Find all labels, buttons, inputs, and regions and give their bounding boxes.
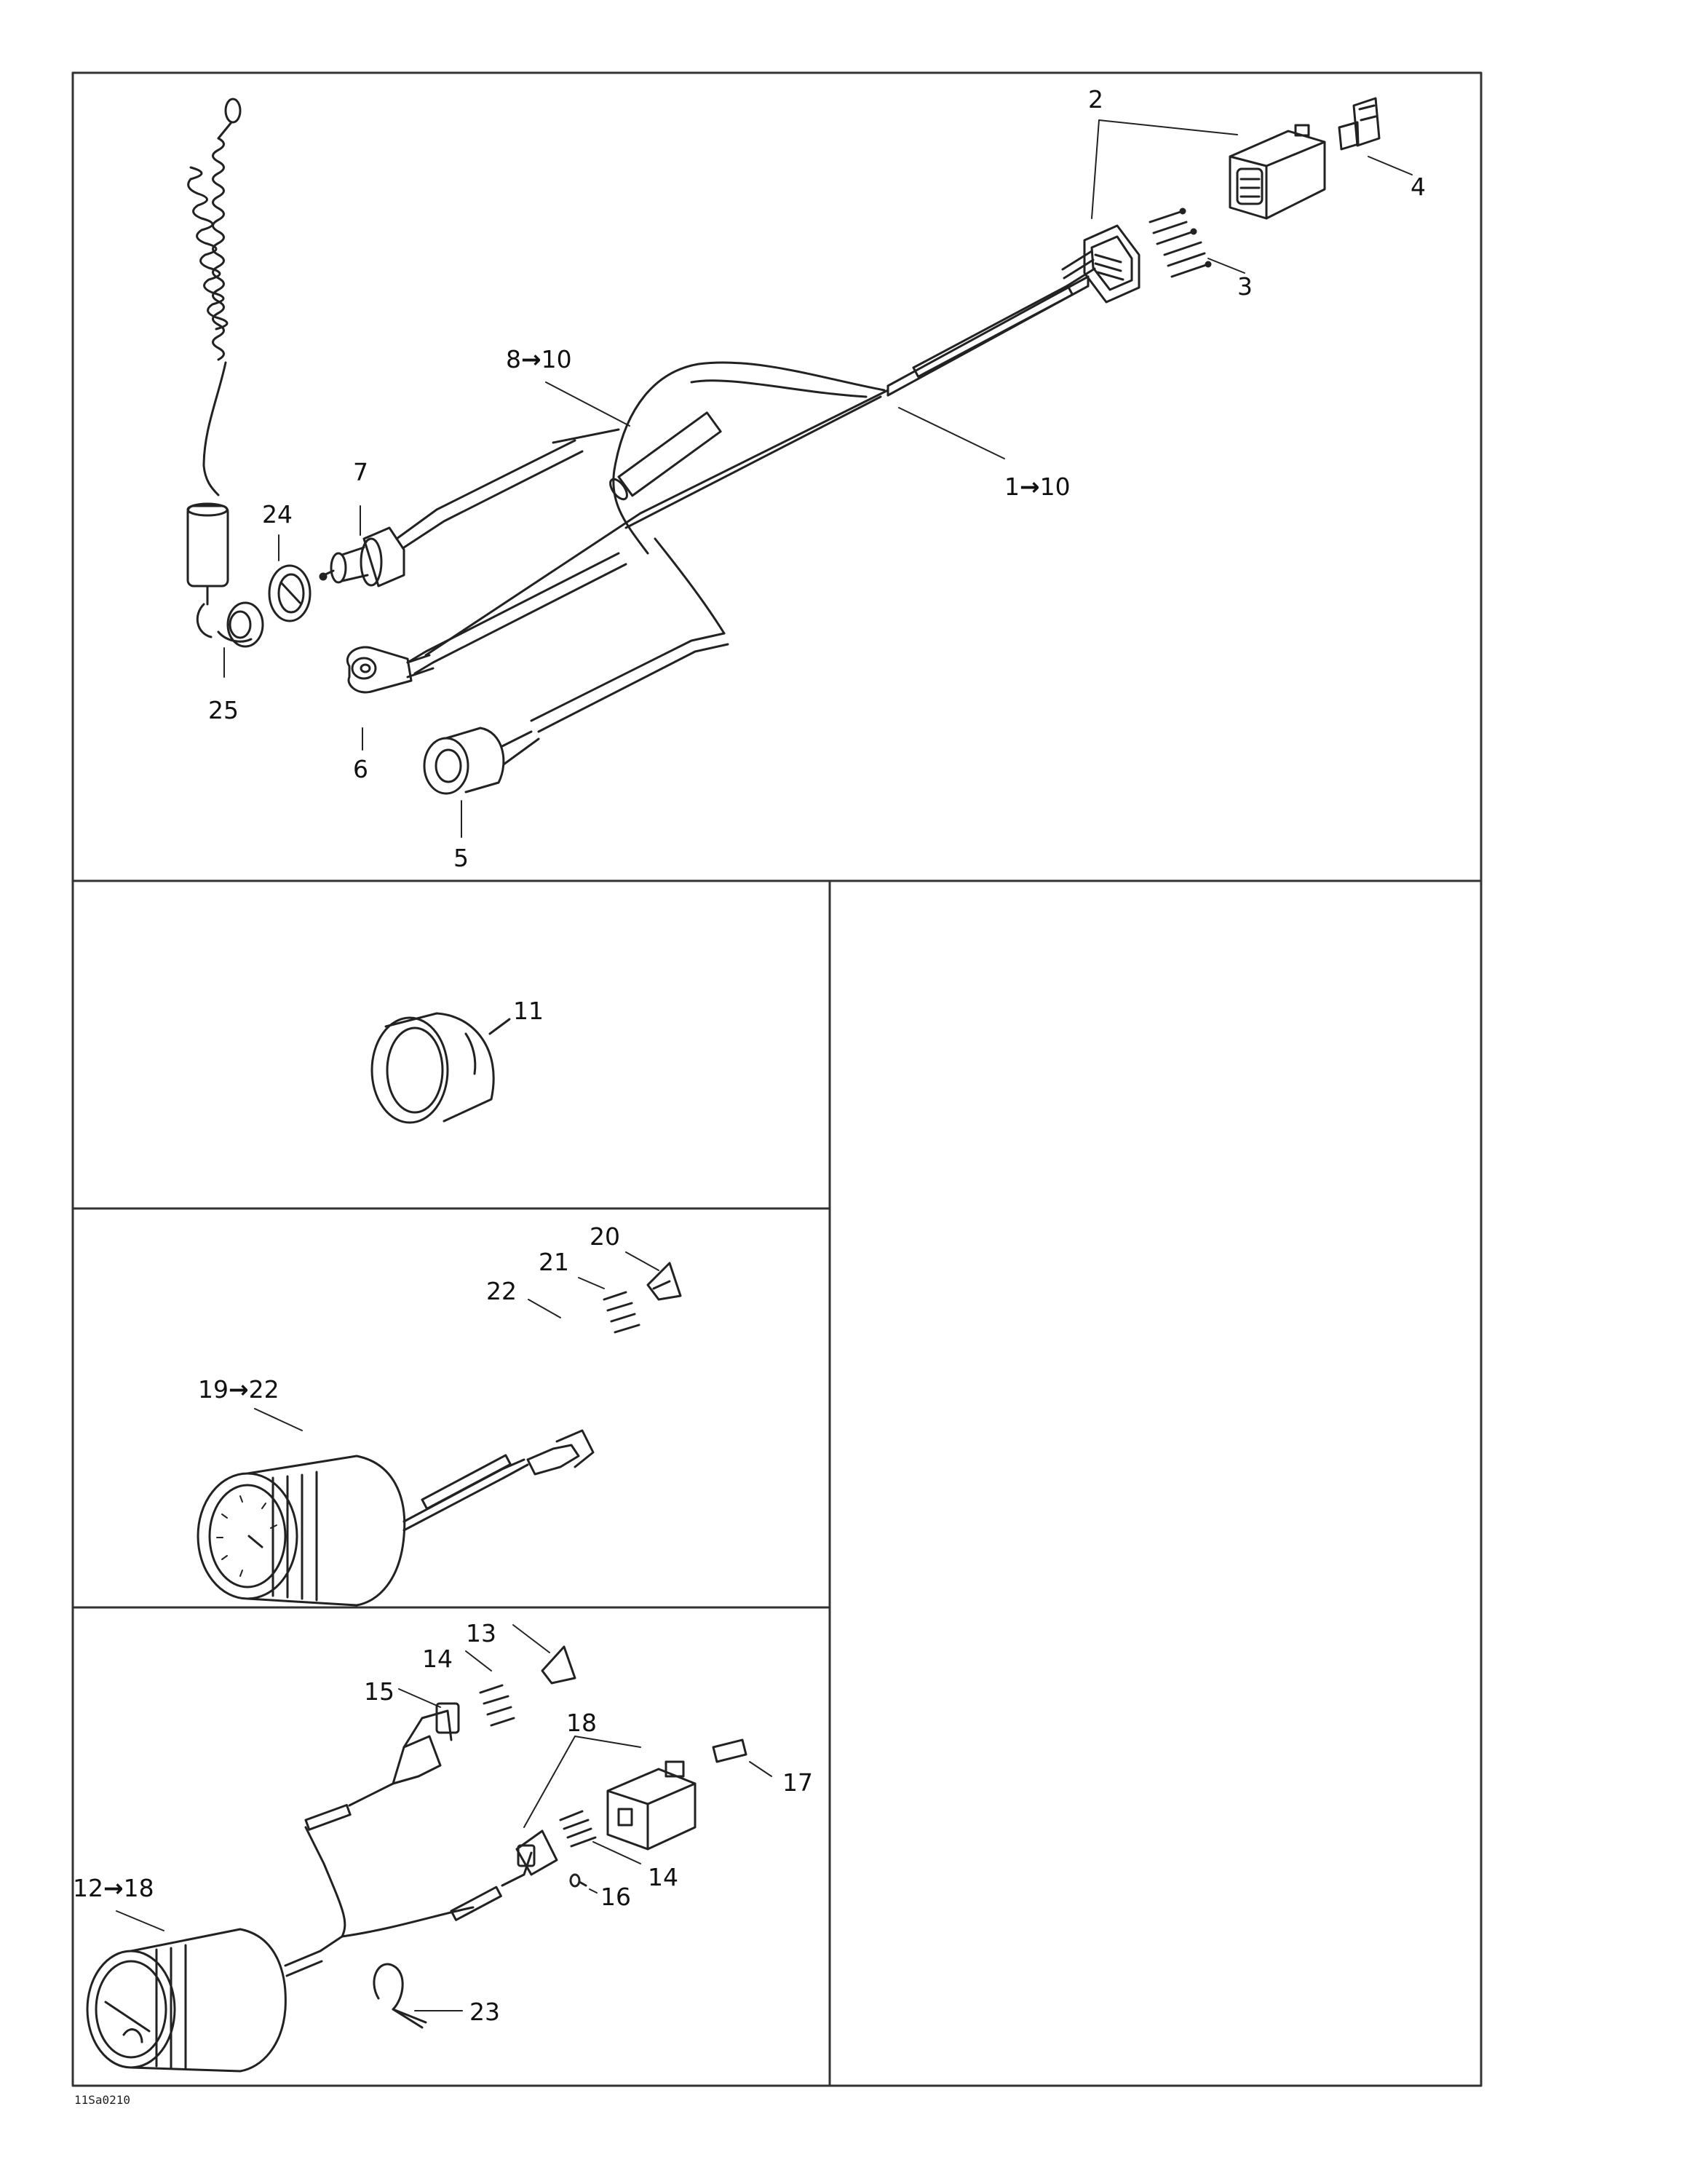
switch-retaining-nut (268, 564, 312, 622)
callout-13: 13 (466, 1619, 496, 1647)
callout-14-upper: 14 (422, 1645, 453, 1673)
gauge-bezel-ring (370, 1012, 511, 1124)
speedometer-face (197, 1472, 298, 1600)
harness-trunk-wire (886, 275, 1090, 387)
figure-code: 11Sa0210 (74, 2093, 130, 2107)
safety-lanyard-switch (319, 526, 405, 587)
callout-24: 24 (262, 500, 293, 529)
callout-5: 5 (453, 844, 469, 872)
callout-14-lower: 14 (648, 1863, 678, 1891)
callout-20: 20 (590, 1222, 620, 1251)
leader-lines-top (223, 119, 1413, 838)
connector-lock (1338, 97, 1381, 151)
callout-8-10: 8→10 (506, 345, 572, 373)
callout-21: 21 (539, 1248, 569, 1276)
callout-12-18: 12→18 (73, 1874, 154, 1902)
callout-19-22: 19→22 (198, 1375, 279, 1404)
connector-pins (1149, 207, 1212, 278)
callout-22: 22 (486, 1277, 517, 1305)
harness-connector-plug (1229, 124, 1326, 220)
callout-11: 11 (513, 997, 544, 1025)
callout-15: 15 (364, 1677, 394, 1706)
leader-lines-gauge-19 (254, 1251, 659, 1431)
harness-sleeve (617, 411, 722, 497)
callout-labels: 2 4 3 8→10 1→10 7 24 25 6 5 11 20 21 22 … (73, 85, 1426, 2107)
callout-4: 4 (1411, 173, 1426, 201)
callout-6: 6 (353, 755, 368, 783)
callout-3: 3 (1237, 272, 1253, 301)
callout-1-10: 1→10 (1004, 472, 1071, 501)
leader-lines-gauge-12 (116, 1624, 772, 2011)
cable-tie (373, 1963, 427, 2029)
fuel-gauge (86, 1645, 747, 2073)
switch-sensor (423, 727, 540, 795)
callout-16: 16 (600, 1883, 631, 1911)
callout-2: 2 (1088, 85, 1103, 114)
lanyard-cord-and-cap (186, 98, 264, 648)
harness-connector-housing (1061, 224, 1140, 304)
callout-17: 17 (782, 1768, 813, 1797)
ring-terminal (346, 646, 435, 694)
callout-7: 7 (353, 458, 368, 486)
fuel-gauge-face (86, 1950, 176, 2069)
speedometer-gauge (197, 1262, 682, 1607)
callout-25: 25 (208, 696, 239, 724)
callout-18: 18 (566, 1709, 597, 1737)
main-wiring-harness (186, 97, 1413, 838)
diagram-frame (71, 71, 1483, 2087)
panel-frames (71, 71, 1483, 2087)
callout-23: 23 (469, 1998, 500, 2026)
